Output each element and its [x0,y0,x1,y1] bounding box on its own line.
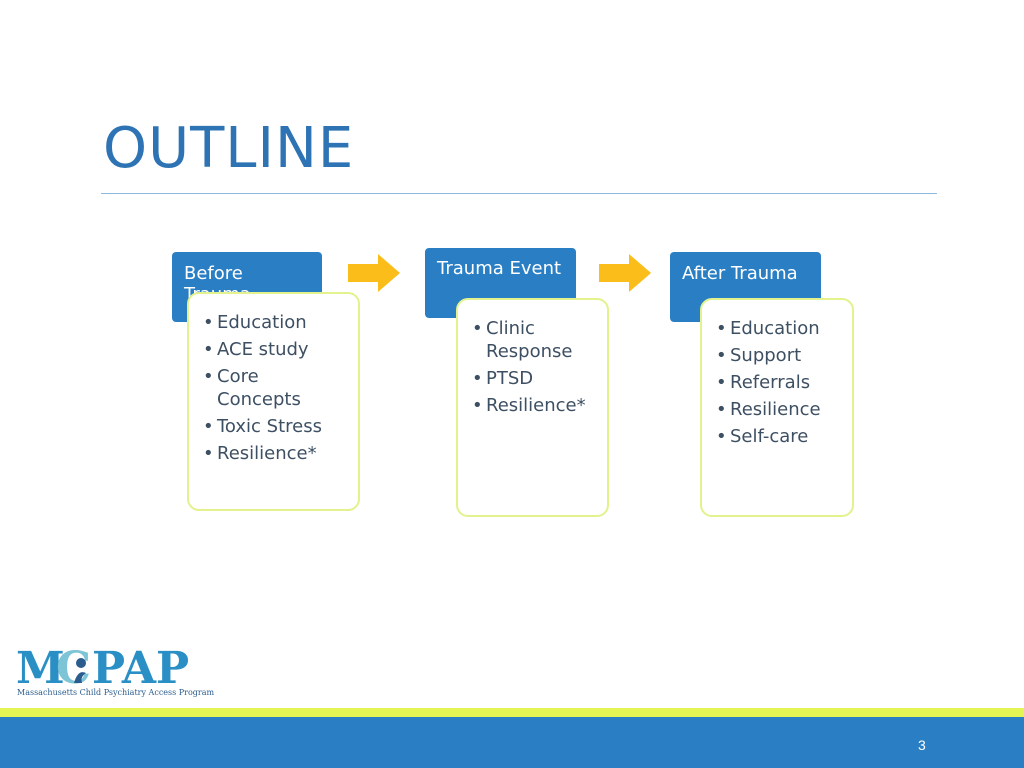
list-item: Toxic Stress [203,415,348,438]
svg-text:M: M [16,643,65,687]
heading-after-trauma-label: After Trauma [682,263,798,284]
list-item: Education [716,317,842,340]
list-item: Clinic Response [472,317,597,363]
list-item: Resilience [716,398,842,421]
list-item: ACE study [203,338,348,361]
list-trauma-event: Clinic Response PTSD Resilience* [456,298,609,517]
list-item: Support [716,344,842,367]
logo-tagline: Massachusetts Child Psychiatry Access Pr… [17,688,215,697]
right-arrow-icon [599,254,651,292]
right-arrow-icon [348,254,400,292]
list-item: Education [203,311,348,334]
list-item: Referrals [716,371,842,394]
svg-text:C: C [56,643,91,687]
slide-title: OUTLINE [103,116,355,181]
list-item: PTSD [472,367,597,390]
footer-accent-bar [0,708,1024,717]
list-item: Resilience* [203,442,348,465]
mcpap-logo: M C PAP [16,643,189,687]
footer-bar [0,717,1024,768]
list-item: Resilience* [472,394,597,417]
heading-trauma-event-label: Trauma Event [437,258,562,279]
svg-text:PAP: PAP [92,643,189,687]
page-number: 3 [918,737,926,753]
list-item: Self-care [716,425,842,448]
list-item: Core Concepts [203,365,348,411]
list-after-trauma: Education Support Referrals Resilience S… [700,298,854,517]
list-before-trauma: Education ACE study Core Concepts Toxic … [187,292,360,511]
title-divider [101,193,937,194]
